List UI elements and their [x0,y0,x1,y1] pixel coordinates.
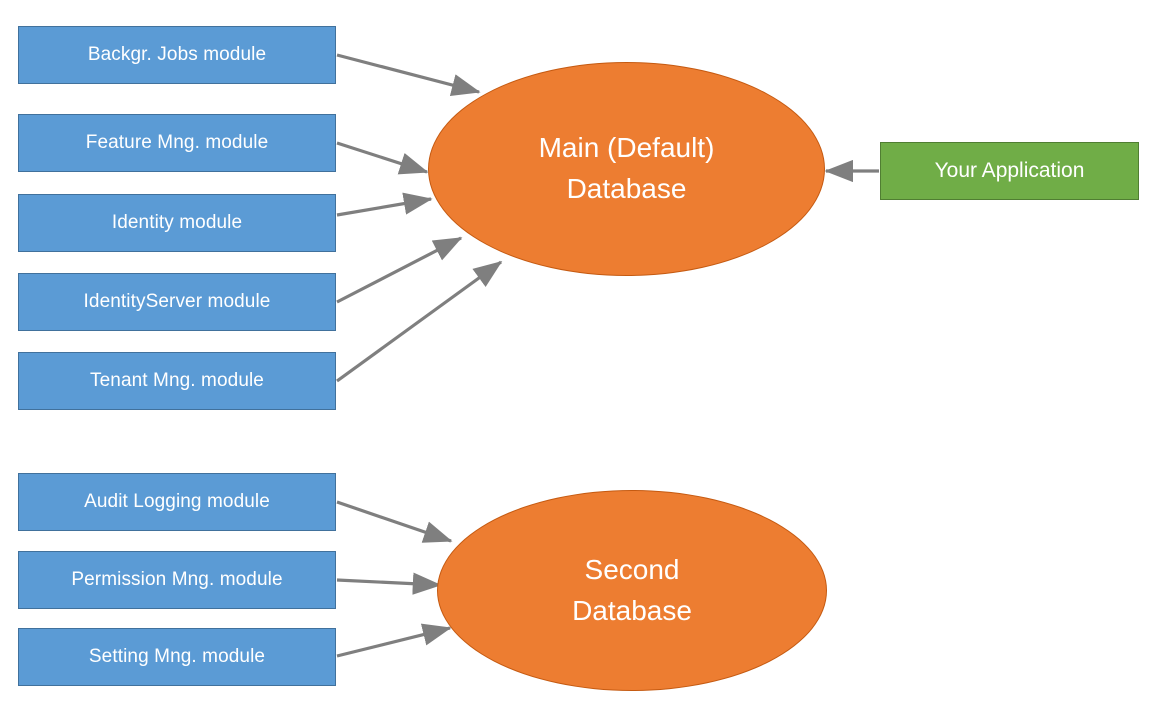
module-label: Audit Logging module [84,491,270,513]
module-label: IdentityServer module [83,291,271,313]
module-label: Backgr. Jobs module [87,44,267,66]
database-label-line1: Second [584,553,680,585]
arrow-identity-to-main-db [336,192,433,217]
database-label-line2: Database [566,173,687,204]
module-box-tenant-mng[interactable]: Tenant Mng. module [18,352,336,410]
arrow-setting-mng-to-second-db [336,623,452,658]
module-label: Setting Mng. module [88,646,266,668]
module-box-backgr-jobs[interactable]: Backgr. Jobs module [18,26,336,84]
arrow-backgr-jobs-to-main-db [336,53,481,96]
module-label: Tenant Mng. module [90,370,264,392]
module-box-feature-mng[interactable]: Feature Mng. module [18,114,336,172]
database-ellipse-second[interactable]: Second Database [437,490,827,691]
arrow-permission-mng-to-second-db [336,572,442,595]
module-box-permission-mng[interactable]: Permission Mng. module [18,551,336,609]
module-label: Identity module [111,212,243,234]
module-box-identity[interactable]: Identity module [18,194,336,252]
module-box-setting-mng[interactable]: Setting Mng. module [18,628,336,686]
arrow-identityserver-to-main-db [336,236,463,304]
arrow-tenant-mng-to-main-db [336,260,503,383]
application-box[interactable]: Your Application [880,142,1139,200]
module-label: Permission Mng. module [71,569,283,591]
module-box-identityserver[interactable]: IdentityServer module [18,273,336,331]
database-label-line1: Main (Default) [538,132,715,164]
arrow-audit-logging-to-second-db [336,500,453,543]
module-label: Feature Mng. module [85,132,269,154]
arrow-feature-mng-to-main-db [336,141,429,175]
database-ellipse-main[interactable]: Main (Default) Database [428,62,825,276]
module-box-audit-logging[interactable]: Audit Logging module [18,473,336,531]
database-label-line2: Database [572,594,692,626]
application-label: Your Application [934,158,1085,182]
